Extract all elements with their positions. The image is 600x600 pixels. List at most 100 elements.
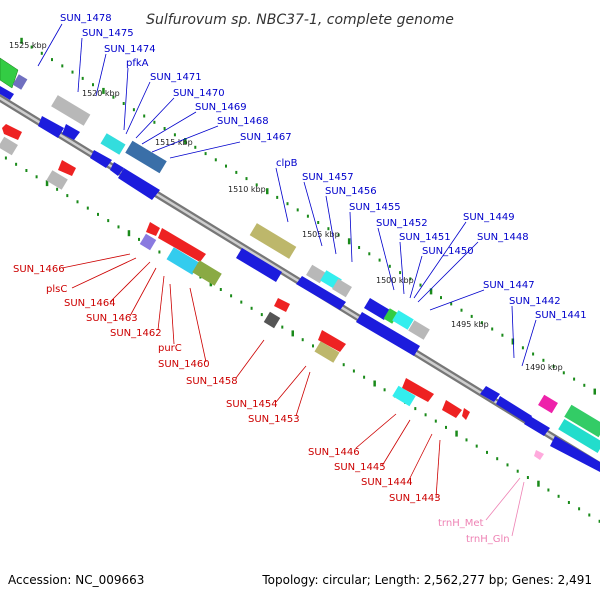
feature-sun-1457[interactable] (306, 264, 326, 284)
feature-sun-1450[interactable] (392, 310, 414, 330)
feature-sun-1442[interactable] (496, 396, 532, 424)
feature-sun-1462[interactable] (192, 260, 222, 286)
gene-label-sun-1463[interactable]: SUN_1463 (86, 313, 138, 324)
ruler-tick (92, 83, 94, 87)
gene-label-sun-1457[interactable]: SUN_1457 (302, 172, 354, 183)
feature-sun-1471[interactable] (100, 133, 126, 155)
ruler-tick (127, 230, 131, 237)
feature-sun-1445[interactable] (392, 385, 416, 407)
feature-sun-1438[interactable] (558, 419, 600, 453)
feature-plsC[interactable] (139, 233, 157, 251)
feature-sun-1441[interactable] (538, 394, 558, 414)
ruler-tick (409, 277, 412, 281)
ruler-tick (20, 37, 23, 44)
feature-sun-1444[interactable] (442, 400, 462, 418)
feature-sun-1477[interactable] (2, 124, 22, 140)
feature-sun-1472[interactable] (46, 170, 68, 190)
ruler-tick (337, 233, 340, 237)
feature-sun-1473[interactable] (58, 160, 76, 176)
feature-purC[interactable] (274, 298, 290, 312)
feature-trnH-Met[interactable] (534, 450, 544, 460)
gene-label-sun-1445[interactable]: SUN_1445 (334, 462, 386, 473)
feature-sun-1470[interactable] (125, 140, 167, 174)
feature-sun-1455-arrow[interactable] (296, 276, 346, 310)
gene-label-sun-1453[interactable]: SUN_1453 (248, 414, 300, 425)
feature-sun-1440[interactable] (524, 416, 550, 436)
gene-label-sun-1452[interactable]: SUN_1452 (376, 218, 428, 229)
ruler-tick (373, 380, 376, 387)
gene-label-sun-1448[interactable]: SUN_1448 (477, 232, 529, 243)
feature-sun-1466[interactable] (146, 222, 160, 236)
gene-label-sun-1474[interactable]: SUN_1474 (104, 44, 156, 55)
feature-sun-1458[interactable] (263, 311, 281, 329)
feature-sun-1449[interactable] (408, 320, 430, 340)
feature-sun-1478[interactable] (0, 57, 19, 89)
feature-pfkA[interactable] (62, 124, 80, 140)
feature-clpB-arrow[interactable] (236, 248, 282, 282)
gene-label-sun-1443[interactable]: SUN_1443 (389, 493, 441, 504)
gene-label-sun-1447[interactable]: SUN_1447 (483, 280, 535, 291)
gene-label-sun-1469[interactable]: SUN_1469 (195, 102, 247, 113)
gene-label-trnh-gln[interactable]: trnH_Gln (466, 534, 510, 545)
gene-label-purc[interactable]: purC (158, 343, 182, 354)
gene-label-sun-1450[interactable]: SUN_1450 (422, 246, 474, 257)
gene-label-pfka[interactable]: pfkA (126, 58, 149, 69)
gene-label-sun-1442[interactable]: SUN_1442 (509, 296, 561, 307)
gene-label-sun-1441[interactable]: SUN_1441 (535, 310, 587, 321)
gene-label-plsc[interactable]: plsC (46, 284, 67, 295)
ruler-tick (583, 383, 586, 387)
gene-label-trnh-met[interactable]: trnH_Met (438, 518, 483, 529)
feature-sun-1474[interactable] (38, 116, 64, 138)
ruler-tick (266, 188, 269, 195)
gene-label-clpb[interactable]: clpB (276, 158, 298, 169)
gene-label-sun-1446[interactable]: SUN_1446 (308, 447, 360, 458)
ruler-tick (117, 225, 120, 229)
feature-sun-1446[interactable] (402, 378, 434, 402)
reverse-label-group (61, 253, 441, 499)
ruler-tick (35, 175, 38, 179)
ruler-tick (40, 51, 43, 55)
feature-sun-1455[interactable] (332, 278, 352, 298)
feature-sun-1467[interactable] (118, 168, 160, 200)
feature-sun-1469[interactable] (90, 150, 112, 168)
feature-sun-1443[interactable] (462, 408, 470, 420)
gene-label-sun-1464[interactable]: SUN_1464 (64, 298, 116, 309)
feature-sun-1454[interactable] (318, 330, 346, 352)
gene-label-sun-1460[interactable]: SUN_1460 (158, 359, 210, 370)
gene-label-sun-1451[interactable]: SUN_1451 (399, 232, 451, 243)
feature-sun-1451[interactable] (383, 308, 399, 324)
feature-sun-1468[interactable] (110, 162, 124, 176)
gene-label-sun-1467[interactable]: SUN_1467 (240, 132, 292, 143)
ruler-tick (465, 438, 468, 442)
gene-label-sun-1470[interactable]: SUN_1470 (173, 88, 225, 99)
feature-sun-1448[interactable] (356, 312, 420, 356)
ruler-tick (593, 388, 596, 395)
gene-label-sun-1456[interactable]: SUN_1456 (325, 186, 377, 197)
feature-sun-1437[interactable] (550, 436, 600, 472)
feature-sun-1447[interactable] (480, 386, 500, 402)
gene-label-sun-1462[interactable]: SUN_1462 (110, 328, 162, 339)
gene-label-sun-1454[interactable]: SUN_1454 (226, 399, 278, 410)
feature-sun-1464[interactable] (158, 228, 206, 262)
gene-label-sun-1471[interactable]: SUN_1471 (150, 72, 202, 83)
feature-sun-1463[interactable] (166, 247, 200, 275)
gene-label-sun-1475[interactable]: SUN_1475 (82, 28, 134, 39)
feature-sun-1476-r[interactable] (0, 136, 18, 156)
feature-sun-1476[interactable] (0, 86, 14, 100)
feature-sun-1475[interactable] (51, 95, 91, 126)
feature-sun-1478-b[interactable] (12, 74, 28, 90)
feature-sun-1452[interactable] (364, 298, 390, 320)
feature-clpB[interactable] (249, 223, 297, 259)
gene-label-sun-1449[interactable]: SUN_1449 (463, 212, 515, 223)
gene-label-sun-1458[interactable]: SUN_1458 (186, 376, 238, 387)
gene-label-sun-1455[interactable]: SUN_1455 (349, 202, 401, 213)
forward-labels: SUN_1478 SUN_1475 SUN_1474 pfkA SUN_1471… (60, 13, 587, 321)
feature-sun-1439[interactable] (564, 404, 600, 438)
feature-sun-1453[interactable] (314, 341, 340, 363)
gene-label-sun-1478[interactable]: SUN_1478 (60, 13, 112, 24)
gene-label-sun-1466[interactable]: SUN_1466 (13, 264, 65, 275)
ruler-tick (235, 170, 238, 174)
gene-label-sun-1468[interactable]: SUN_1468 (217, 116, 269, 127)
gene-label-sun-1444[interactable]: SUN_1444 (361, 477, 413, 488)
